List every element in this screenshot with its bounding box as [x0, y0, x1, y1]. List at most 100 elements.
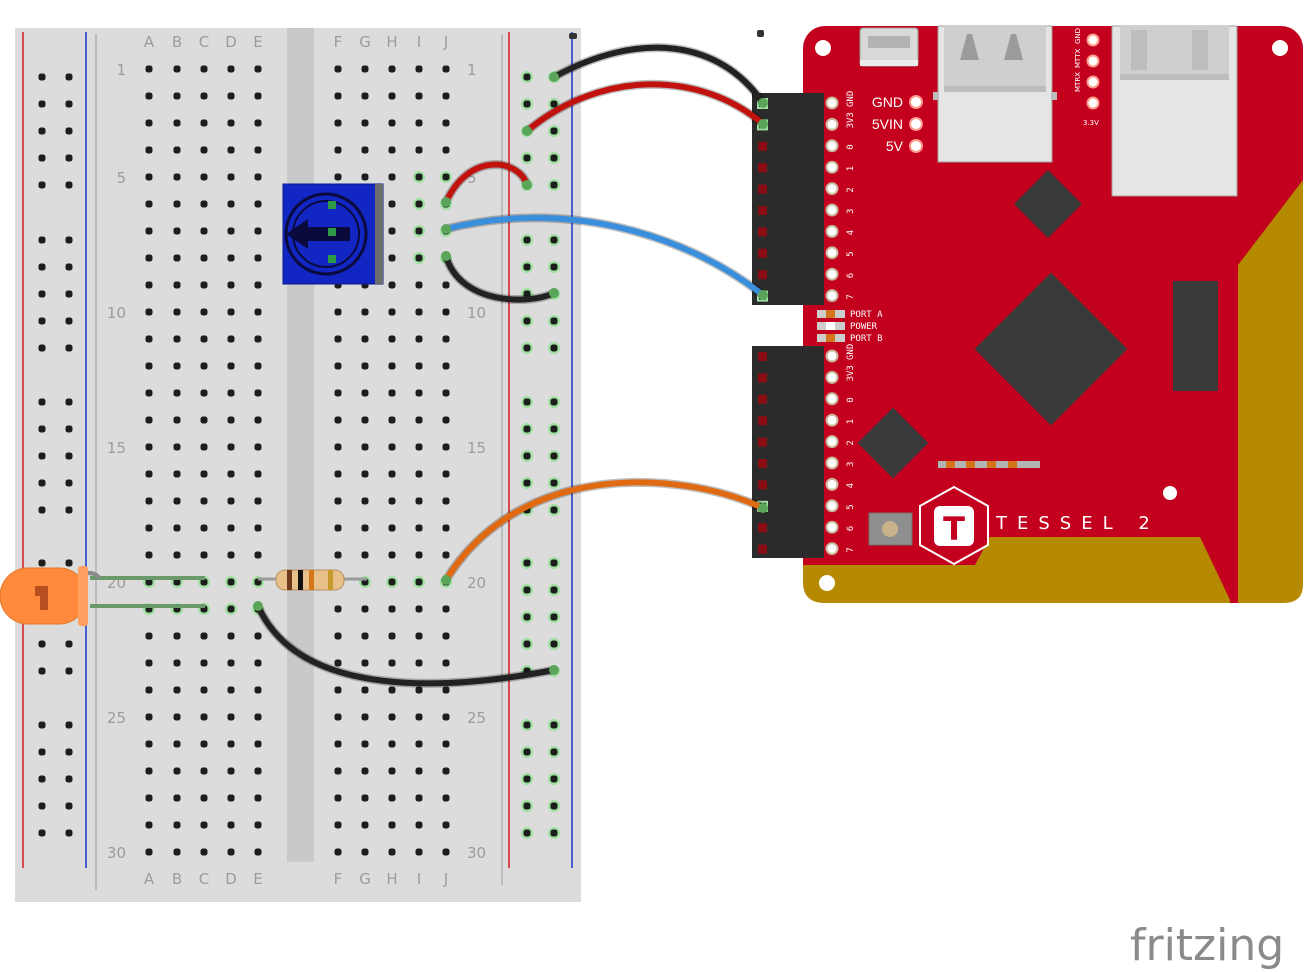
port-pin-pad	[825, 349, 839, 363]
row-number: 10	[107, 304, 126, 322]
port-pin-pad	[825, 246, 839, 260]
port-pin-socket	[758, 141, 767, 151]
wire-red-pot	[443, 161, 530, 205]
rail-hole	[523, 559, 531, 567]
rail-hole	[38, 127, 46, 135]
port-pin-socket	[758, 270, 767, 280]
usb-debug-header: MTRX MTTX GND 3.3V	[1074, 28, 1100, 127]
breadboard-hole	[388, 416, 396, 424]
breadboard-hole	[254, 281, 262, 289]
port-pin-pad	[825, 203, 839, 217]
rail-hole	[65, 317, 73, 325]
port-pin-pad	[825, 160, 839, 174]
port-pin-socket	[758, 184, 767, 194]
breadboard-hole	[227, 551, 235, 559]
breadboard-hole	[254, 92, 262, 100]
breadboard-hole	[145, 659, 153, 667]
breadboard-hole	[254, 821, 262, 829]
breadboard-hole	[442, 821, 450, 829]
breadboard-hole	[361, 821, 369, 829]
breadboard-hole	[361, 713, 369, 721]
breadboard-hole	[254, 767, 262, 775]
breadboard-hole	[227, 200, 235, 208]
breadboard-hole	[415, 848, 423, 856]
row-number: 10	[467, 304, 486, 322]
tessel-gold-area-right	[1238, 180, 1303, 603]
breadboard-hole	[200, 659, 208, 667]
breadboard-hole	[173, 821, 181, 829]
breadboard-hole	[254, 713, 262, 721]
breadboard-hole	[173, 227, 181, 235]
breadboard-hole	[334, 524, 342, 532]
breadboard-hole	[254, 497, 262, 505]
port-pin-label: 6	[846, 273, 856, 278]
rail-hole	[523, 236, 531, 244]
breadboard-hole	[227, 821, 235, 829]
usb-header-label-mtrx: MTRX	[1074, 72, 1082, 92]
port-pin-pad	[825, 139, 839, 153]
breadboard-hole	[442, 65, 450, 73]
port-pin-pad	[825, 477, 839, 491]
breadboard-hole	[415, 497, 423, 505]
breadboard-hole	[227, 740, 235, 748]
rail-hole	[38, 263, 46, 271]
row-number: 25	[467, 709, 486, 727]
column-letter: J	[443, 870, 448, 888]
rail-hole	[38, 721, 46, 729]
usb-header-label-gnd: GND	[1074, 28, 1082, 44]
rail-hole	[550, 748, 558, 756]
port-pin-pad	[825, 435, 839, 449]
breadboard-hole	[200, 389, 208, 397]
tessel-gold-area-bottom	[803, 537, 1230, 603]
port-pin-pad	[825, 289, 839, 303]
breadboard-hole	[388, 200, 396, 208]
breadboard-hole	[415, 416, 423, 424]
port-pin-pad	[825, 370, 839, 384]
port-pin-label: 2	[846, 440, 856, 445]
breadboard-hole	[227, 362, 235, 370]
rail-hole	[550, 506, 558, 514]
breadboard-hole	[415, 200, 423, 208]
breadboard-hole	[173, 308, 181, 316]
breadboard-hole	[145, 173, 153, 181]
breadboard-hole	[200, 767, 208, 775]
breadboard-hole	[415, 362, 423, 370]
fritzing-watermark: fritzing	[1130, 920, 1284, 971]
breadboard-hole	[254, 335, 262, 343]
breadboard-hole	[334, 173, 342, 181]
breadboard-hole	[254, 227, 262, 235]
tessel-board: GND 5VIN 5V MTRX MTTX GND 3.3V GND3V3012…	[752, 25, 1303, 603]
rail-hole	[38, 640, 46, 648]
breadboard-hole	[442, 767, 450, 775]
column-letter: I	[417, 33, 421, 51]
breadboard-hole	[145, 335, 153, 343]
row-number: 1	[116, 61, 126, 79]
row-number: 30	[467, 844, 486, 862]
mounting-hole	[1272, 40, 1288, 56]
reset-button-cap[interactable]	[882, 521, 898, 537]
breadboard-hole	[200, 551, 208, 559]
breadboard-hole	[442, 281, 450, 289]
breadboard-hole	[227, 767, 235, 775]
smd-components	[938, 461, 1040, 468]
breadboard-hole	[388, 605, 396, 613]
breadboard-hole	[254, 362, 262, 370]
breadboard-hole	[254, 740, 262, 748]
breadboard-hole	[145, 767, 153, 775]
port-pin-socket	[758, 459, 767, 468]
breadboard-hole	[334, 497, 342, 505]
breadboard-hole	[173, 65, 181, 73]
breadboard-hole	[361, 119, 369, 127]
row-number: 5	[116, 169, 126, 187]
column-letter: B	[172, 870, 182, 888]
rail-hole	[65, 181, 73, 189]
breadboard-hole	[442, 173, 450, 181]
breadboard-hole	[415, 254, 423, 262]
breadboard-hole	[388, 794, 396, 802]
rail-hole	[65, 748, 73, 756]
rail-hole	[523, 425, 531, 433]
power-label-gnd: GND	[872, 94, 903, 110]
usb-header-voltage-label: 3.3V	[1083, 119, 1099, 127]
breadboard-hole	[200, 335, 208, 343]
wire-end	[441, 224, 451, 234]
